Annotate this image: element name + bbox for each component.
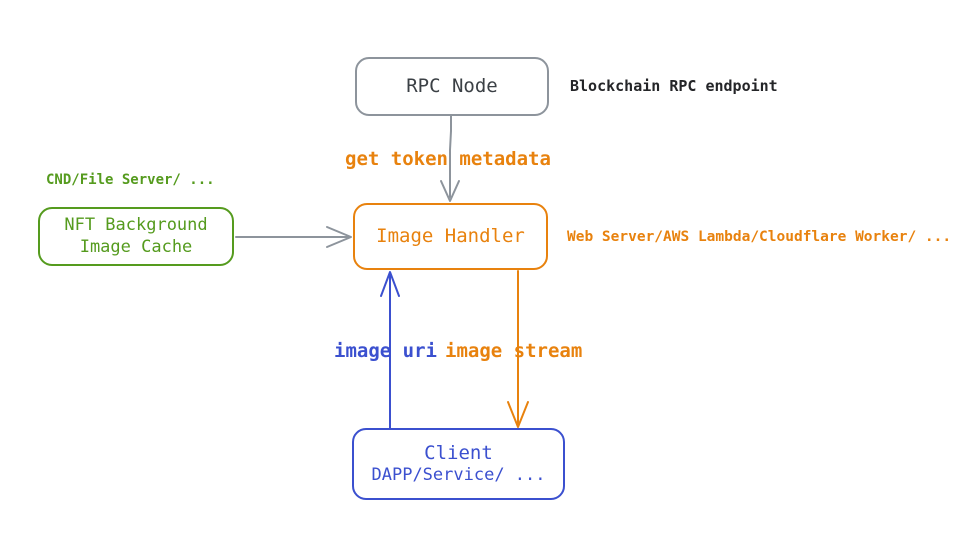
node-client[interactable]: Client DAPP/Service/ ...: [352, 428, 565, 500]
node-image-handler[interactable]: Image Handler: [353, 203, 548, 270]
annotation-web-server: Web Server/AWS Lambda/Cloudflare Worker/…: [567, 229, 952, 245]
edge-image-stream: [507, 270, 529, 428]
node-nft-cache-line1: NFT Background: [64, 215, 208, 236]
node-nft-cache-line2: Image Cache: [79, 236, 193, 257]
node-rpc-node-label: RPC Node: [406, 74, 498, 97]
node-client-title: Client: [424, 441, 493, 464]
edge-cache-to-handler: [235, 226, 352, 248]
node-client-subtitle: DAPP/Service/ ...: [371, 465, 546, 486]
node-rpc-node[interactable]: RPC Node: [355, 57, 549, 116]
annotation-blockchain-endpoint: Blockchain RPC endpoint: [570, 77, 778, 95]
edge-label-get-token-metadata: get token metadata: [345, 148, 551, 170]
edge-image-uri: [380, 271, 400, 429]
edge-label-image-uri: image uri: [334, 340, 437, 362]
node-image-handler-label: Image Handler: [376, 224, 525, 247]
annotation-cdn-file-server: CND/File Server/ ...: [46, 172, 215, 188]
edge-label-image-stream: image stream: [445, 340, 583, 362]
edge-rpc-to-handler: [440, 115, 460, 202]
node-nft-background-image-cache[interactable]: NFT Background Image Cache: [38, 207, 234, 266]
